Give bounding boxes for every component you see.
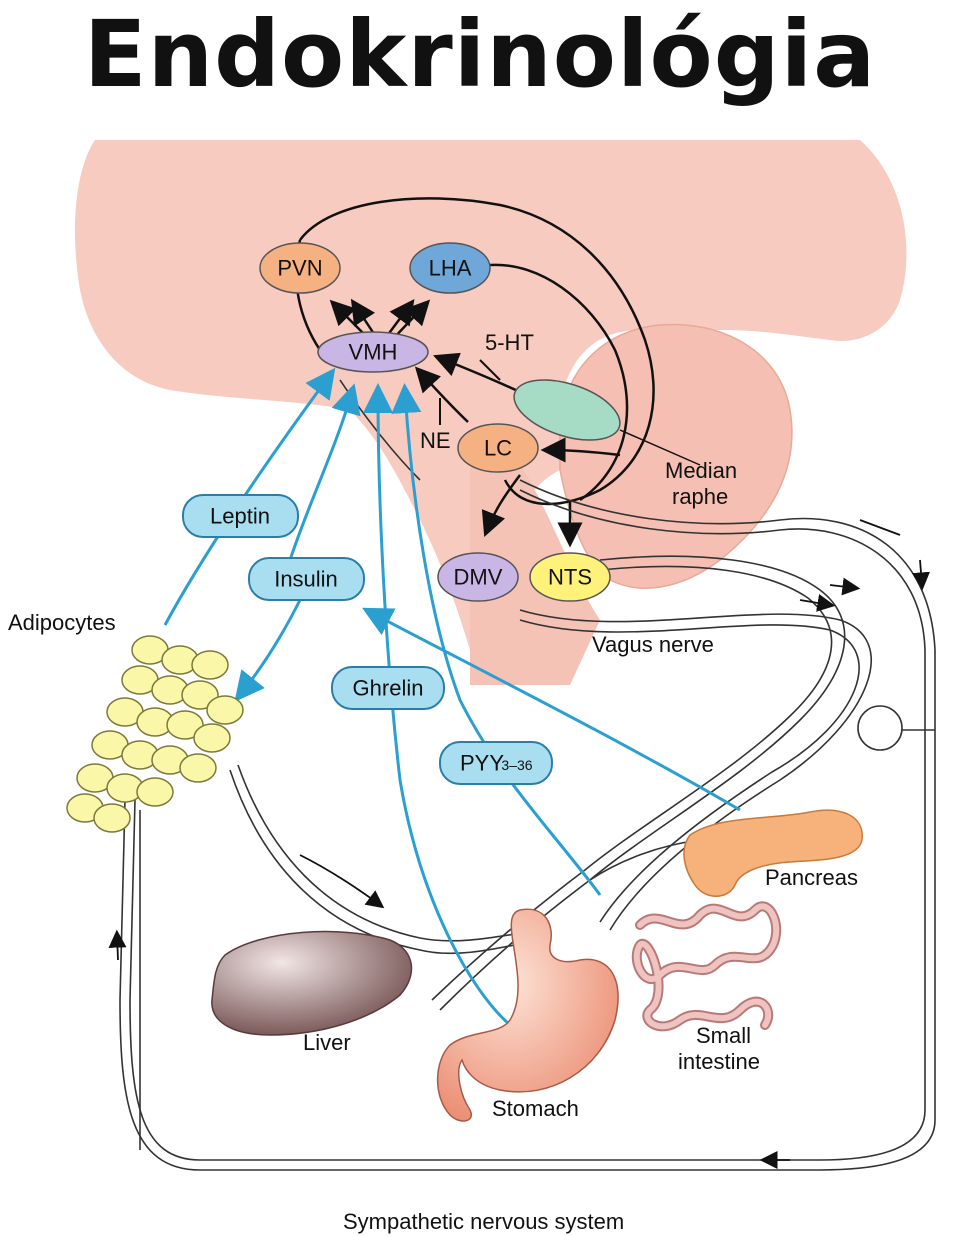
brain-cerebellum (559, 323, 793, 589)
pancreas-organ (683, 809, 863, 897)
brain-stem (470, 430, 600, 685)
label-5ht: 5-HT (485, 330, 534, 355)
svg-text:DMV: DMV (454, 565, 503, 590)
nerve-bundles (119, 479, 936, 1171)
svg-text:Insulin: Insulin (274, 567, 338, 592)
svg-text:VMH: VMH (349, 340, 398, 365)
node-lc: LC (457, 423, 539, 473)
svg-text:LC: LC (484, 436, 512, 461)
hormone-leptin: Leptin (182, 494, 299, 538)
label-stomach: Stomach (492, 1096, 579, 1121)
label-vagus-nerve: Vagus nerve (592, 632, 714, 657)
liver-organ (211, 930, 413, 1036)
svg-text:Leptin: Leptin (210, 504, 270, 529)
node-lha: LHA (409, 242, 491, 294)
label-adipocytes: Adipocytes (8, 610, 116, 635)
svg-text:PVN: PVN (277, 256, 322, 281)
svg-text:PYY: PYY (460, 751, 504, 776)
label-sympathetic-nervous-system: Sympathetic nervous system (343, 1209, 624, 1234)
hormone-pyy: PYY 3–36 (439, 741, 553, 785)
label-pancreas: Pancreas (765, 865, 858, 890)
svg-text:NTS: NTS (548, 565, 592, 590)
ganglion-circle (857, 705, 903, 751)
hormone-arrows (163, 367, 741, 1027)
svg-text:LHA: LHA (429, 256, 472, 281)
node-median-raphe (513, 379, 621, 441)
label-median-raphe-2: raphe (672, 484, 728, 509)
page-title: Endokrinológia (83, 1, 877, 108)
node-nts: NTS (529, 552, 611, 602)
adipocytes-cluster (66, 635, 244, 833)
hormone-insulin: Insulin (248, 557, 365, 601)
stomach-organ (436, 908, 619, 1122)
hormone-ghrelin: Ghrelin (331, 666, 445, 710)
pyy-subscript: 3–36 (501, 757, 532, 773)
node-vmh: VMH (317, 331, 429, 373)
label-liver: Liver (303, 1030, 351, 1055)
node-pvn: PVN (259, 242, 341, 294)
node-dmv: DMV (437, 552, 519, 602)
svg-text:Ghrelin: Ghrelin (353, 676, 424, 701)
label-small-intestine-1: Small (696, 1023, 751, 1048)
label-ne: NE (420, 428, 451, 453)
label-median-raphe-1: Median (665, 458, 737, 483)
label-small-intestine-2: intestine (678, 1049, 760, 1074)
